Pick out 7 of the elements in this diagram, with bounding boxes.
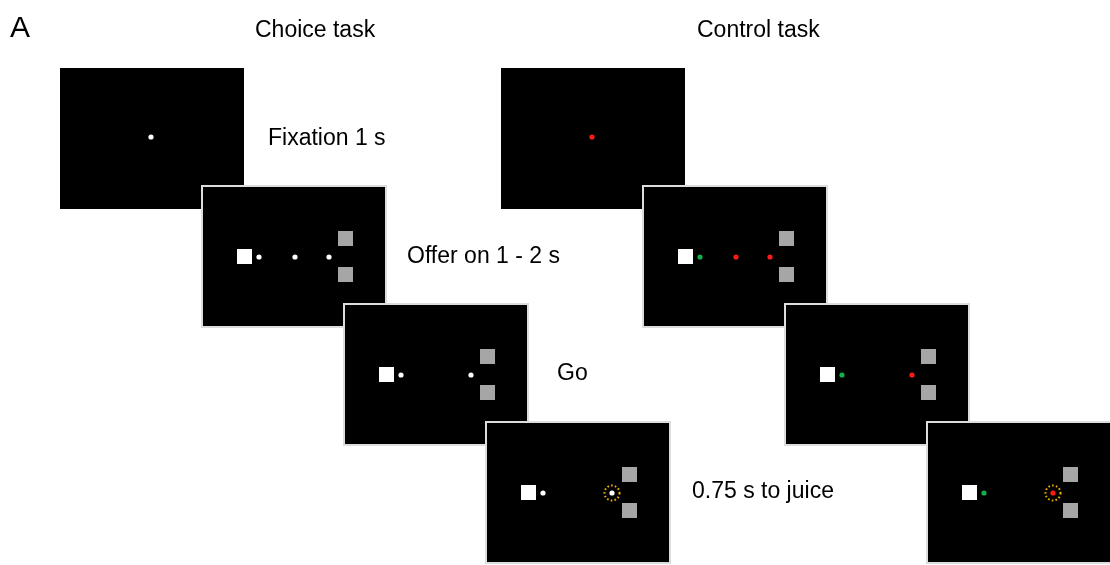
column-heading: Control task [697,18,820,41]
panel-letter: A [10,12,30,42]
phase-label: Go [557,361,588,384]
phase-label: Fixation 1 s [268,126,386,149]
column-heading: Choice task [255,18,376,41]
phase-label: 0.75 s to juice [692,479,834,502]
phase-label: Offer on 1 - 2 s [407,244,560,267]
